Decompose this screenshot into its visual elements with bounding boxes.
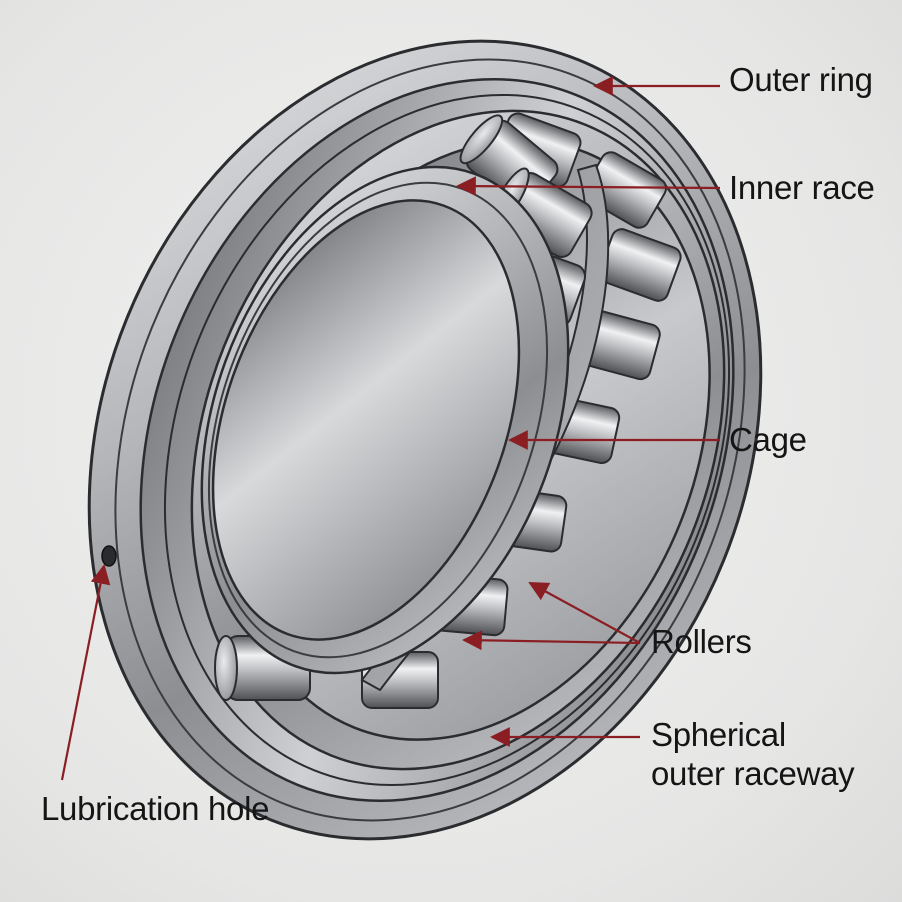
- label-lubrication-hole: Lubrication hole: [41, 790, 270, 827]
- leader-inner-race: [456, 176, 721, 197]
- inner-race: [200, 165, 570, 675]
- leader-lubrication-hole: [60, 564, 111, 781]
- label-spherical-line1: Spherical: [651, 716, 786, 753]
- label-outer-ring: Outer ring: [729, 61, 873, 98]
- label-rollers: Rollers: [651, 623, 752, 660]
- leader-lines: [60, 76, 721, 781]
- lubrication-hole: [101, 545, 117, 567]
- leader-rollers-upper: [528, 582, 641, 644]
- leader-rollers-lower: [462, 630, 641, 651]
- label-inner-race: Inner race: [729, 169, 875, 206]
- label-outer-raceway-line2: outer raceway: [651, 755, 855, 792]
- label-cage: Cage: [729, 421, 807, 458]
